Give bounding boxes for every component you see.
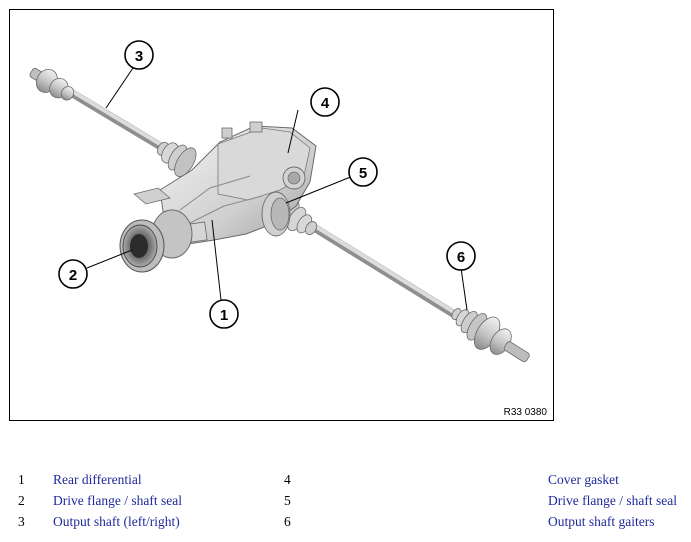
drive-flange	[119, 209, 193, 273]
legend-row: 3 Output shaft (left/right) 6 Output sha…	[0, 514, 691, 534]
svg-text:1: 1	[220, 307, 228, 324]
left-output-shaft	[29, 68, 197, 177]
diagram-frame: 3 4 5 2 1 6 R33 0380	[9, 9, 554, 421]
rear-axle-drawing: 3 4 5 2 1 6	[29, 40, 530, 363]
svg-text:4: 4	[321, 95, 330, 112]
legend-label: Rear differential	[53, 472, 142, 487]
legend-number: 4	[284, 472, 291, 487]
legend-number: 1	[18, 472, 25, 487]
callout-1: 1	[209, 299, 239, 329]
legend-number: 6	[284, 514, 291, 529]
differential-housing	[133, 121, 317, 245]
legend-number: 2	[18, 493, 25, 508]
callout-4: 4	[310, 87, 340, 117]
callout-2: 2	[58, 259, 88, 289]
legend-label: Drive flange / shaft seal	[53, 493, 182, 508]
legend-number: 3	[18, 514, 25, 529]
legend-number: 5	[284, 493, 291, 508]
legend-label: Cover gasket	[548, 472, 619, 487]
svg-text:3: 3	[135, 48, 143, 65]
legend-row: 2 Drive flange / shaft seal 5 Drive flan…	[0, 493, 691, 513]
legend-row: 1 Rear differential 4 Cover gasket	[0, 472, 691, 492]
figure-reference: R33 0380	[503, 407, 547, 418]
legend-label: Drive flange / shaft seal	[548, 493, 677, 508]
leader-lines	[86, 67, 468, 311]
callout-5: 5	[348, 157, 378, 187]
legend-label: Output shaft gaiters	[548, 514, 655, 529]
callout-6: 6	[446, 241, 476, 271]
svg-text:5: 5	[359, 165, 367, 182]
right-output-shaft	[276, 199, 530, 363]
callout-3: 3	[124, 40, 154, 70]
svg-text:6: 6	[457, 249, 465, 266]
svg-text:2: 2	[69, 267, 77, 284]
legend-label: Output shaft (left/right)	[53, 514, 180, 529]
